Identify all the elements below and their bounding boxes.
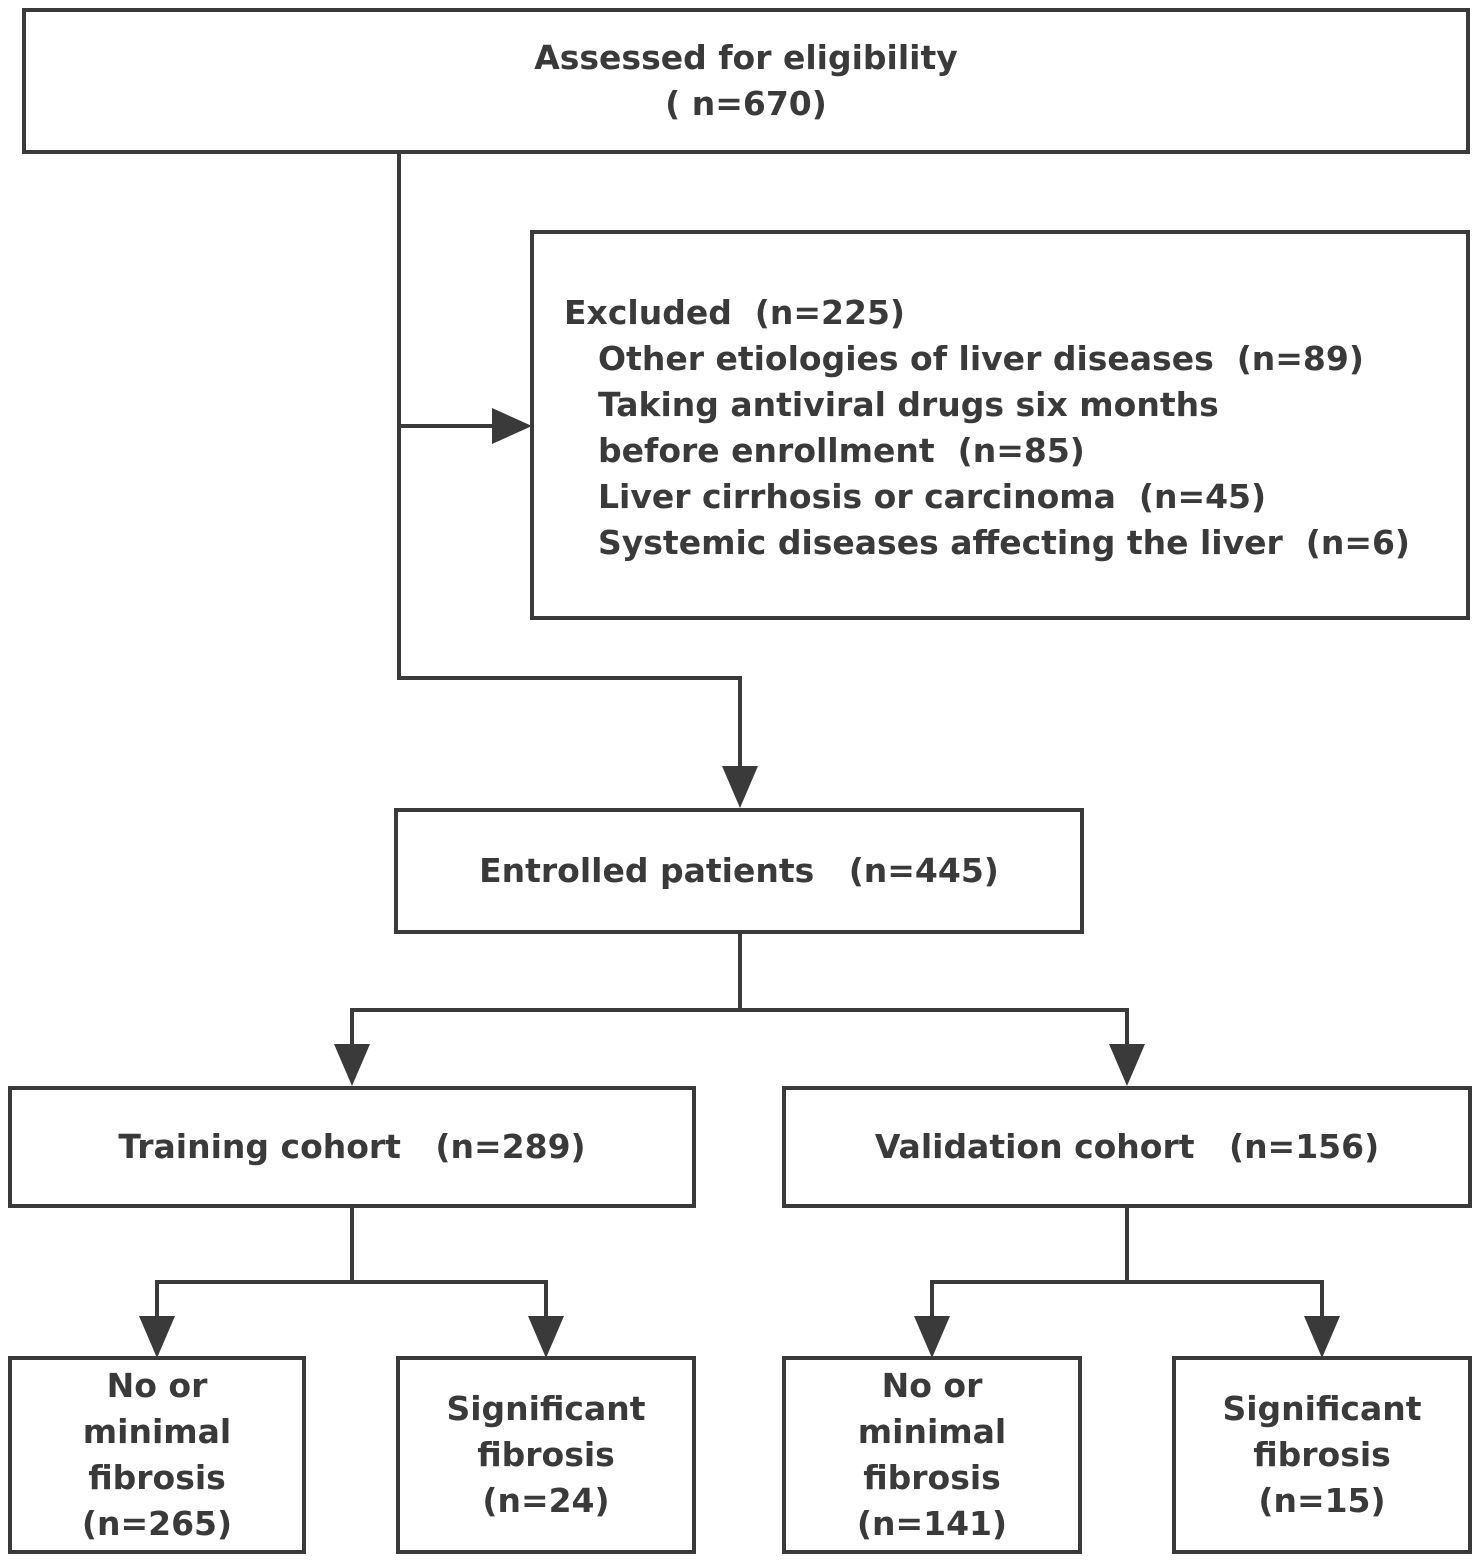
arrowhead-excluded	[492, 408, 532, 444]
connector-validation-split	[930, 1280, 1324, 1318]
leaf-line: No or	[106, 1366, 208, 1405]
validation-cohort-label: Validation cohort (n=156)	[874, 1127, 1380, 1166]
excluded-title: Excluded (n=225)	[564, 293, 905, 332]
val-minimal-fibrosis-box: No or minimal fibrosis (n=141)	[782, 1356, 1082, 1554]
enrolled-box: Entrolled patients (n=445)	[394, 808, 1084, 934]
leaf-count: (n=15)	[1258, 1481, 1386, 1520]
excluded-box: Excluded (n=225) Other etiologies of liv…	[530, 230, 1470, 620]
excluded-reason-3: Liver cirrhosis or carcinoma (n=45)	[598, 477, 1267, 516]
excluded-reason-1: Other etiologies of liver diseases (n=89…	[598, 339, 1364, 378]
leaf-line: minimal	[857, 1412, 1007, 1451]
arrowhead-train-significant	[528, 1316, 564, 1358]
leaf-line: fibrosis	[1253, 1435, 1391, 1474]
enrolled-label: Entrolled patients (n=445)	[479, 851, 999, 890]
leaf-line: minimal	[82, 1412, 232, 1451]
arrowhead-val-significant	[1304, 1316, 1340, 1358]
leaf-line: fibrosis	[88, 1458, 226, 1497]
excluded-reason-2a: Taking antiviral drugs six months	[598, 385, 1219, 424]
assessed-title: Assessed for eligibility	[534, 38, 958, 77]
excluded-reason-2b: before enrollment (n=85)	[598, 431, 1085, 470]
assessed-box: Assessed for eligibility ( n=670)	[22, 8, 1470, 154]
arrowhead-enrolled	[722, 766, 758, 808]
leaf-line: Significant	[446, 1389, 646, 1428]
val-significant-fibrosis-box: Significant fibrosis (n=15)	[1172, 1356, 1472, 1554]
assessed-count: ( n=670)	[665, 84, 827, 123]
leaf-line: Significant	[1222, 1389, 1422, 1428]
leaf-count: (n=141)	[856, 1504, 1008, 1543]
arrowhead-training	[334, 1044, 370, 1086]
connector-enrolled-split	[350, 1008, 1129, 1046]
train-minimal-fibrosis-box: No or minimal fibrosis (n=265)	[8, 1356, 306, 1554]
leaf-line: fibrosis	[477, 1435, 615, 1474]
arrowhead-val-minimal	[914, 1316, 950, 1358]
validation-cohort-box: Validation cohort (n=156)	[782, 1086, 1472, 1208]
connector-training-split	[155, 1280, 548, 1318]
leaf-count: (n=24)	[482, 1481, 610, 1520]
train-significant-fibrosis-box: Significant fibrosis (n=24)	[396, 1356, 696, 1554]
training-cohort-label: Training cohort (n=289)	[118, 1127, 586, 1166]
arrowhead-train-minimal	[139, 1316, 175, 1358]
leaf-line: fibrosis	[863, 1458, 1001, 1497]
connector-assessed-trunk	[397, 152, 742, 770]
leaf-count: (n=265)	[81, 1504, 233, 1543]
arrowhead-validation	[1109, 1044, 1145, 1086]
training-cohort-box: Training cohort (n=289)	[8, 1086, 696, 1208]
excluded-reason-4: Systemic diseases affecting the liver (n…	[598, 523, 1411, 562]
leaf-line: No or	[881, 1366, 983, 1405]
